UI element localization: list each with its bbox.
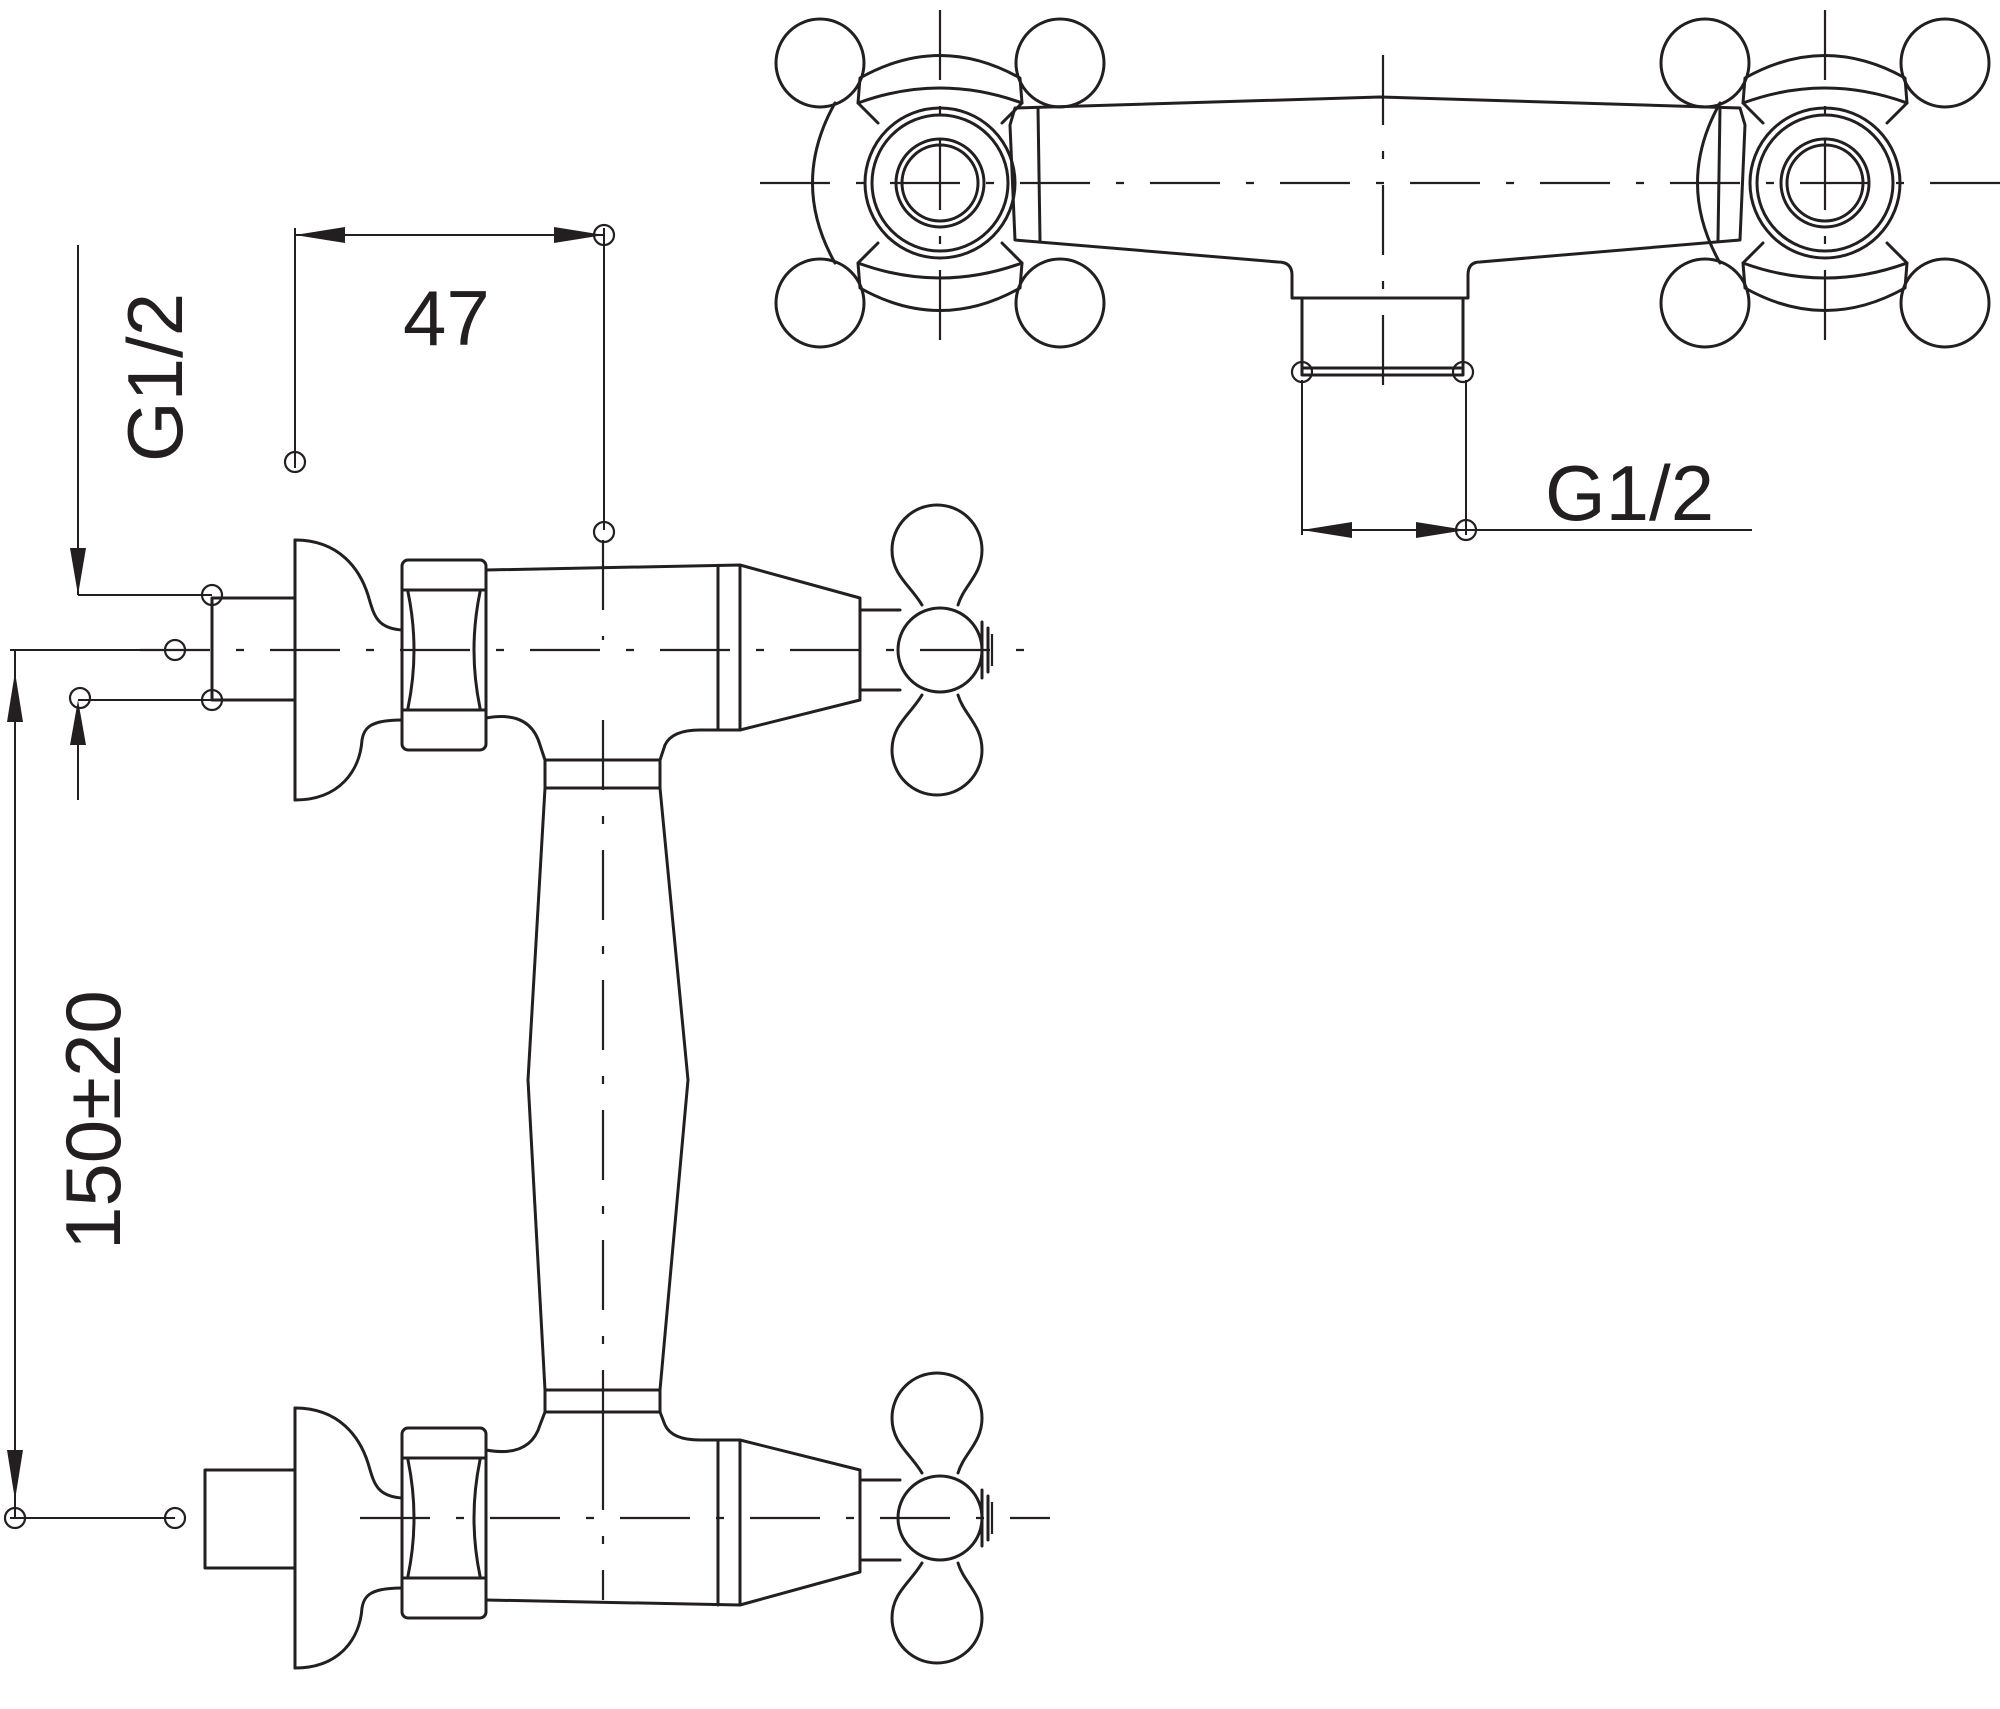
lower-wall-fitting [203,1406,488,1670]
side-thread-label: G1/2 [111,293,199,462]
side-view [140,503,1050,1670]
top-thread-dimension: G1/2 [1301,380,1752,542]
upper-wall-fitting [210,538,488,802]
top-thread-label: G1/2 [1545,449,1714,537]
spacing-dimension: 150±20 [3,638,187,1530]
depth-label: 47 [403,274,490,362]
top-view [760,10,2000,410]
side-thread-dimension: G1/2 [68,245,224,800]
top-view-body [1008,95,1747,300]
lower-valve-body [484,1410,902,1607]
depth-dimension: 47 [283,223,616,544]
connecting-body [526,758,690,1414]
spacing-label: 150±20 [49,990,137,1250]
upper-valve-body [484,563,902,762]
